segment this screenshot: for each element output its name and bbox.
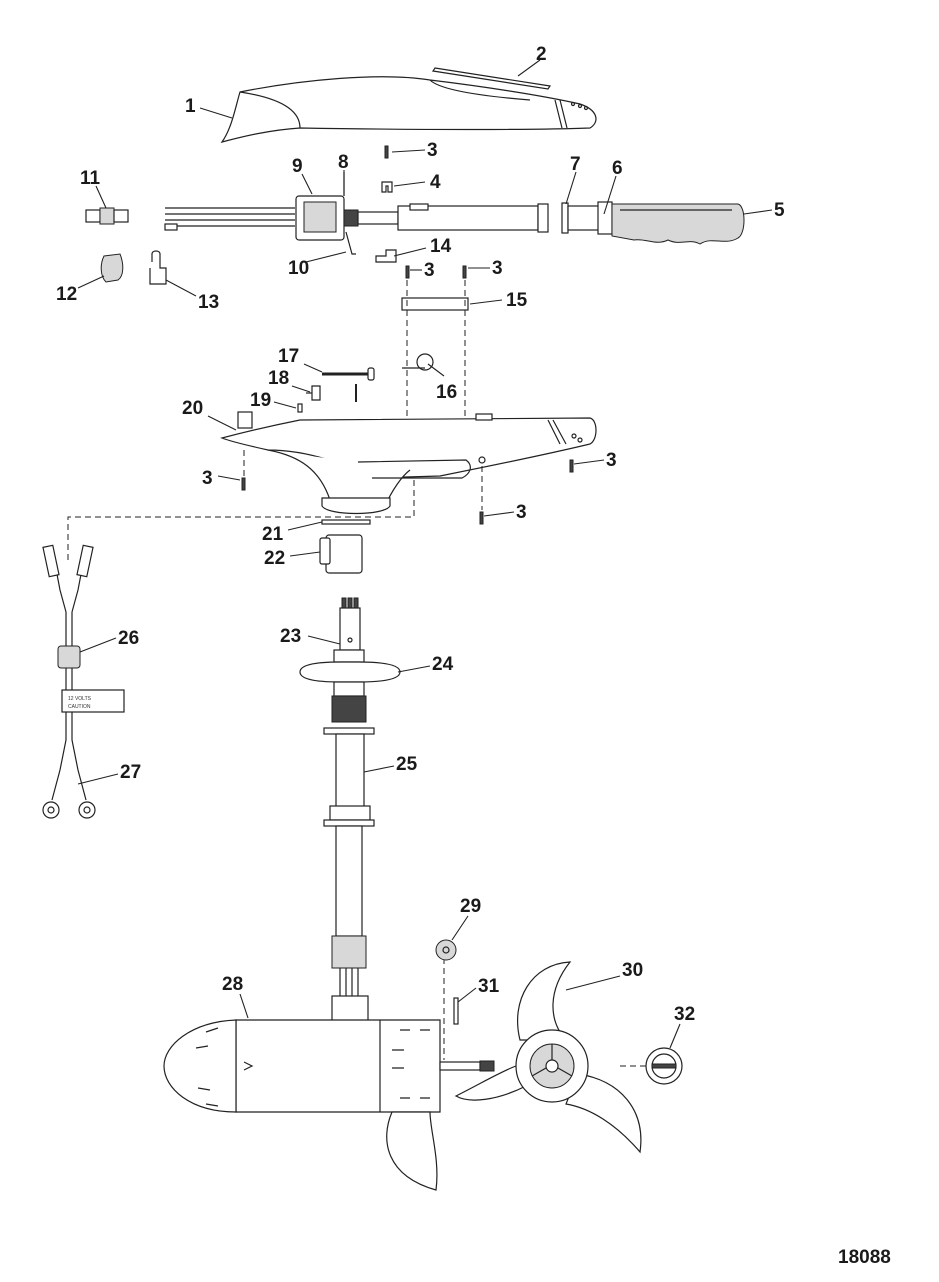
callout-2: 2 [536,44,547,65]
ring-pin-16 [402,353,434,371]
callout-13: 13 [198,292,219,313]
knob-18 [311,385,321,401]
steering-shaft [299,597,401,1000]
callout-27: 27 [120,762,141,783]
callout-26: 26 [118,628,139,649]
callout-23: 23 [280,626,301,647]
callout-3: 3 [427,140,438,161]
callout-32: 32 [674,1004,695,1025]
callout-22: 22 [264,548,285,569]
callout-16: 16 [436,382,457,403]
cap-13 [149,250,167,285]
clip-4 [381,181,393,193]
clip-14 [375,249,397,263]
screw [241,477,246,491]
battery-cable: 12 VOLTS CAUTION [42,544,125,819]
wire-boot-12 [100,253,124,283]
callout-5: 5 [774,200,785,221]
callout-17: 17 [278,346,299,367]
callout-10: 10 [288,258,309,279]
callout-11: 11 [80,168,101,189]
callout-3b: 3 [424,260,435,281]
callout-28: 28 [222,974,243,995]
washer-29 [435,939,457,961]
callout-14: 14 [430,236,452,257]
callout-24: 24 [432,654,454,675]
callout-7: 7 [570,154,581,175]
screw [569,459,574,473]
callout-4: 4 [430,172,441,193]
cable-tag-line2: CAUTION [68,704,91,710]
screw [384,145,389,159]
trolling-motor-lower-unit [163,995,495,1191]
callout-9: 9 [292,156,303,177]
bolt-17 [322,367,375,381]
callout-6: 6 [612,158,623,179]
callout-1: 1 [185,96,196,117]
lower-housing [220,411,597,515]
cable-tag-line1: 12 VOLTS [68,696,92,702]
callout-15: 15 [506,290,528,311]
callout-3f: 3 [516,502,527,523]
callout-3d: 3 [202,468,213,489]
top-cover [220,76,597,143]
screw [479,511,484,525]
callout-labels: 1 2 3 4 5 6 7 8 9 10 11 12 13 14 3 3 15 … [56,44,891,1268]
screw [405,265,410,279]
callout-31: 31 [478,976,500,997]
callout-20: 20 [182,398,203,419]
drive-pin-31 [453,997,459,1025]
callout-8: 8 [338,152,349,173]
spring-19 [297,403,303,413]
callout-29: 29 [460,896,481,917]
callout-3e: 3 [606,450,617,471]
pad-15 [401,297,469,311]
propeller [454,961,642,1154]
cover-decal [431,67,552,90]
callout-19: 19 [250,390,271,411]
prop-nut-32 [645,1047,683,1085]
leader-lines [77,59,773,1049]
callout-25: 25 [396,754,418,775]
tiller-handle-assembly [164,172,745,255]
callout-21: 21 [262,524,284,545]
collar-22 [319,534,363,574]
callout-3c: 3 [492,258,503,279]
callout-18: 18 [268,368,289,389]
callout-12: 12 [56,284,77,305]
screw [462,265,467,279]
washer-21 [321,519,371,525]
wire-connector-11 [85,207,129,225]
callout-30: 30 [622,960,643,981]
drawing-number: 18088 [838,1247,891,1268]
